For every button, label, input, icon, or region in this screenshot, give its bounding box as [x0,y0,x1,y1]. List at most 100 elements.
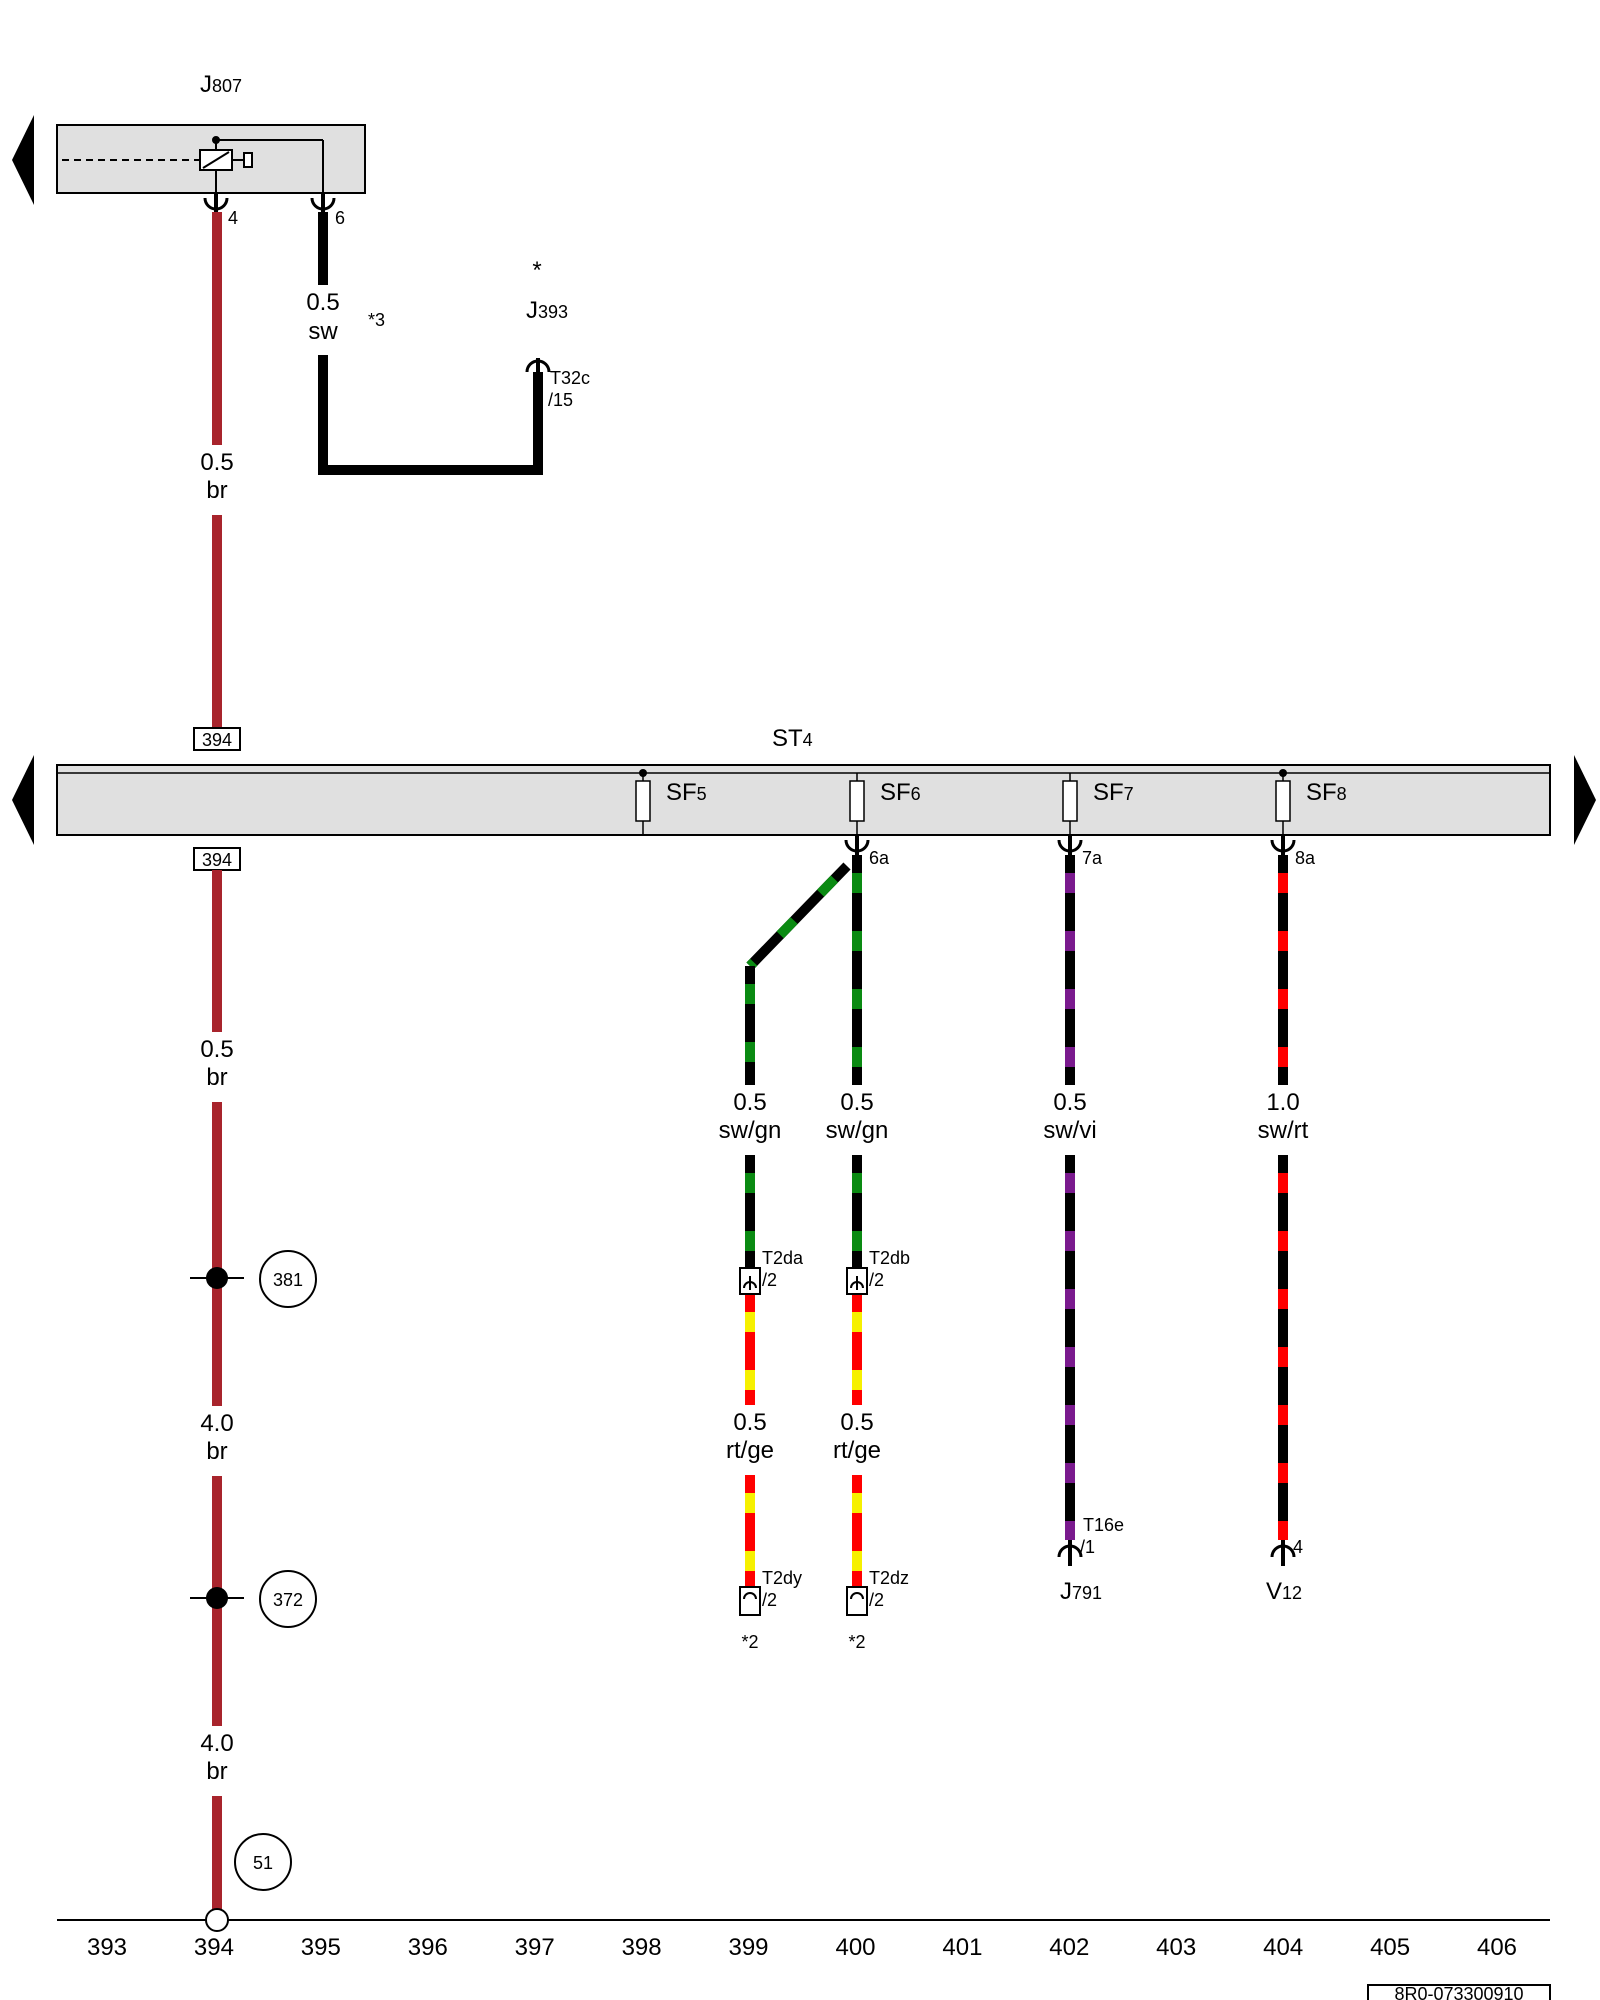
j807-pin-6: 6 [310,193,345,228]
splice-381: 381 [190,1250,317,1308]
wire-rtge2-color: rt/ge [833,1437,881,1464]
svg-text:T2da: T2da [762,1248,804,1268]
grid-number: 394 [194,1934,234,1961]
ground-point-icon [205,1908,229,1932]
wire-sw-color: sw [308,318,338,345]
svg-text:6a: 6a [869,848,890,868]
st4-pin-7a: 7a [1057,835,1103,868]
j393-label: J393 [526,297,568,324]
left-arrow-icon [12,115,34,205]
svg-text:372: 372 [273,1590,303,1610]
svg-text:394: 394 [202,850,232,870]
wire-br2-gauge: 0.5 [200,1036,233,1063]
svg-text:381: 381 [273,1270,303,1290]
svg-text:T2db: T2db [869,1248,910,1268]
ref-box-bottom: 394 [193,847,241,871]
wire-br2-color: br [206,1064,227,1091]
connector-t2db: T2db /2 [846,1248,910,1295]
st4-label: ST4 [772,725,813,752]
svg-text:/2: /2 [762,1590,777,1610]
svg-text:/2: /2 [869,1270,884,1290]
grid-number: 403 [1156,1934,1196,1961]
wire-swvi-gauge: 0.5 [1053,1089,1086,1116]
v12-label: V12 [1266,1578,1302,1605]
wire-sw-gauge: 0.5 [306,289,339,316]
doc-number-box: 8R0-073300910 [1367,1984,1551,2000]
grid-number: 402 [1049,1934,1089,1961]
wire-br3-gauge: 4.0 [200,1410,233,1437]
wire-br-upper: 0.5 br [200,212,234,728]
connector-t2da: T2da /2 [739,1248,804,1295]
svg-text:/1: /1 [1080,1537,1095,1557]
connector-icon [739,1586,761,1616]
j807-label: J807 [200,71,242,98]
j791-component: T16e /1 J791 [1057,1515,1124,1605]
t32c-pin: /15 [548,390,573,410]
wire-br-lower: 0.5 br 4.0 br 4.0 br [200,870,234,1910]
relay-icon [62,136,324,203]
fuse-sf6: SF6 [849,773,921,835]
svg-text:T16e: T16e [1083,1515,1124,1535]
svg-text:T2dy: T2dy [762,1568,802,1588]
wire-swgn1-gauge: 0.5 [733,1089,766,1116]
grid-number: 401 [942,1934,982,1961]
t32c-label: T32c [550,368,590,388]
wire-rtge2-gauge: 0.5 [840,1409,873,1436]
fuse-icon [849,780,865,822]
fuse-sf6-label: SF6 [880,779,921,806]
ref-box-top: 394 [193,727,241,751]
splice-372: 372 [190,1570,317,1628]
svg-text:7a: 7a [1082,848,1103,868]
fuse-sf5: SF5 [635,769,707,835]
left-arrow-icon [12,755,34,845]
fuse-sf5-label: SF5 [666,779,707,806]
grid-number: 393 [87,1934,127,1961]
wire-sw: 0.5 sw *3 [306,212,543,475]
ground-ref-51: 51 [234,1833,292,1891]
svg-text:4: 4 [228,208,238,228]
j791-label: J791 [1060,1578,1102,1605]
wire-rtge1-gauge: 0.5 [733,1409,766,1436]
wire-swgn2-color: sw/gn [826,1117,889,1144]
doc-number: 8R0-073300910 [1394,1984,1523,2000]
wire-sw-note: *3 [368,310,385,330]
st4-pin-6a: 6a [844,835,890,868]
connector-icon [846,1586,868,1616]
wire-swgn1-color: sw/gn [719,1117,782,1144]
v12-component: 4 V12 [1266,1537,1303,1605]
wire-swrt-color: sw/rt [1258,1117,1309,1144]
wire-swvi-color: sw/vi [1043,1117,1096,1144]
svg-text:/2: /2 [869,1590,884,1610]
st4-pin-8a: 8a [1270,835,1316,868]
j807-component: J807 [12,71,366,205]
grid-number: 398 [622,1934,662,1961]
right-arrow-icon [1574,755,1596,845]
fuse-sf8-label: SF8 [1306,779,1347,806]
grid-number: 406 [1477,1934,1517,1961]
fuse-sf7: SF7 [1062,773,1134,835]
note-t2dy: *2 [741,1632,758,1652]
striped-wires [745,855,1288,1587]
svg-text:6: 6 [335,208,345,228]
wire-br1-color: br [206,477,227,504]
wire-swrt-gauge: 1.0 [1266,1089,1299,1116]
wire-swgn1-diagonal [746,862,851,970]
wire-br1-gauge: 0.5 [200,449,233,476]
svg-text:8a: 8a [1295,848,1316,868]
ground-rail [57,1908,1550,1932]
j393-component: * J393 T32c /15 [525,257,590,410]
grid-number: 399 [728,1934,768,1961]
note-t2dz: *2 [848,1632,865,1652]
wire-swgn2-gauge: 0.5 [840,1089,873,1116]
connector-t2dz: T2dz /2 *2 [846,1568,909,1652]
grid-number: 404 [1263,1934,1303,1961]
wire-br4-color: br [206,1758,227,1785]
svg-text:51: 51 [253,1853,273,1873]
wire-rtge1-color: rt/ge [726,1437,774,1464]
grid-number: 397 [515,1934,555,1961]
svg-text:T2dz: T2dz [869,1568,909,1588]
grid-number: 395 [301,1934,341,1961]
svg-text:4: 4 [1293,1537,1303,1557]
svg-text:394: 394 [202,730,232,750]
